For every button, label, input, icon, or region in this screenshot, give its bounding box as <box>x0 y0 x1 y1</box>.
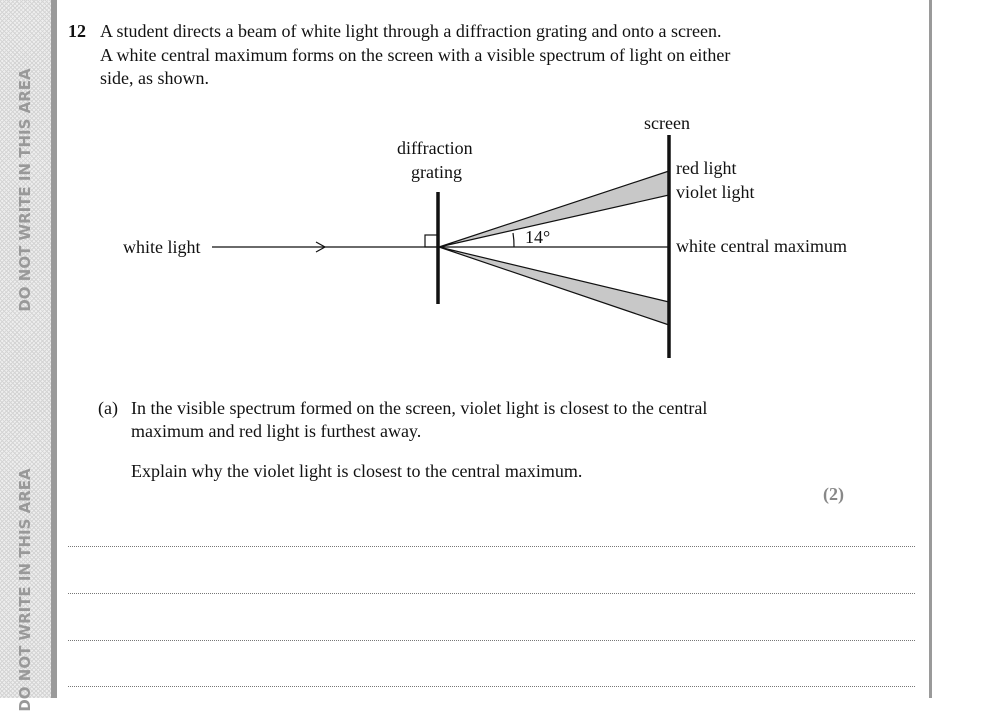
question-text-2: A white central maximum forms on the scr… <box>100 45 731 65</box>
white-light-label: white light <box>123 237 201 257</box>
angle-arc <box>512 232 515 248</box>
red-light-label: red light <box>676 158 737 178</box>
part-a-text-2: maximum and red light is furthest away. <box>131 421 422 441</box>
screen-label: screen <box>644 113 690 133</box>
right-border <box>929 0 932 698</box>
upper-spectrum <box>438 170 670 248</box>
part-a-text-1: In the visible spectrum formed on the sc… <box>131 398 708 418</box>
question-text-1: A student directs a beam of white light … <box>100 21 722 41</box>
angle-label: 14° <box>525 227 551 247</box>
grating-label-2: grating <box>411 162 462 182</box>
lower-spectrum <box>438 246 670 326</box>
arrow-icon <box>315 241 327 253</box>
do-not-write-margin: DO NOT WRITE IN THIS AREA DO NOT WRITE I… <box>0 0 51 712</box>
answer-line[interactable] <box>68 546 915 547</box>
grating-label-1: diffraction <box>397 138 473 158</box>
part-a-prompt: Explain why the violet light is closest … <box>131 461 583 481</box>
answer-line[interactable] <box>68 593 915 594</box>
question-text-3: side, as shown. <box>100 68 209 88</box>
margin-border <box>51 0 57 698</box>
part-a-label: (a) <box>98 398 118 418</box>
violet-light-label: violet light <box>676 182 755 202</box>
central-max-label: white central maximum <box>676 236 847 256</box>
answer-line[interactable] <box>68 686 915 687</box>
answer-line[interactable] <box>68 640 915 641</box>
right-angle-marker <box>424 234 439 248</box>
question-number: 12 <box>68 21 86 41</box>
marks-label: (2) <box>823 484 844 504</box>
